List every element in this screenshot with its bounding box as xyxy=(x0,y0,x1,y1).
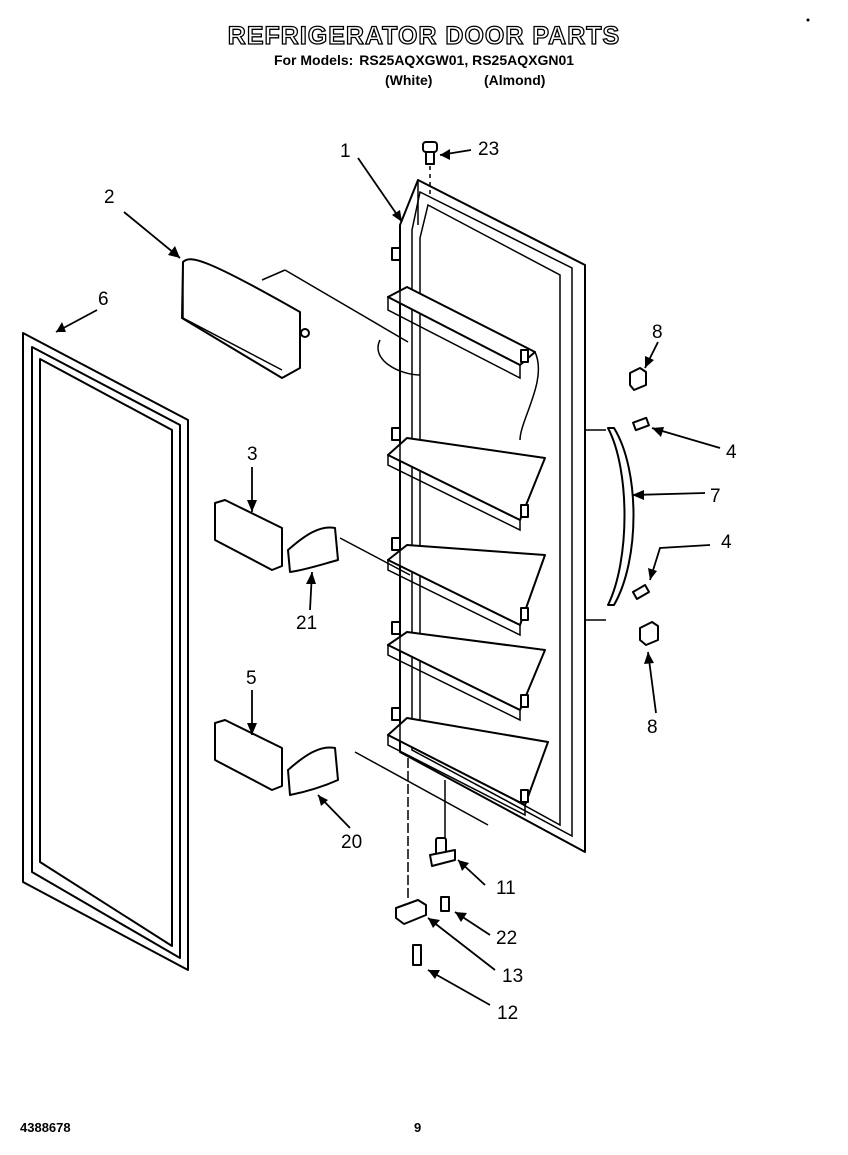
callout-21: 21 xyxy=(296,613,317,634)
document-number: 4388678 xyxy=(20,1120,71,1135)
page-number: 9 xyxy=(414,1120,422,1135)
handle-screw-upper xyxy=(632,416,650,432)
door-handle xyxy=(585,427,635,621)
callout-4b: 4 xyxy=(721,532,732,553)
page-title: REFRIGERATOR DOOR PARTS xyxy=(227,21,621,50)
handle-end-cap-lower xyxy=(639,621,659,646)
callout-8b: 8 xyxy=(647,717,658,738)
callout-20: 20 xyxy=(341,832,362,853)
door-gasket xyxy=(22,332,189,971)
callout-2: 2 xyxy=(104,187,115,208)
shelf-end-cap-lower xyxy=(287,746,489,826)
stray-dot xyxy=(806,18,810,22)
callout-4a: 4 xyxy=(726,442,737,463)
dairy-compartment xyxy=(181,258,409,379)
handle-screw-lower xyxy=(631,584,651,600)
callout-7: 7 xyxy=(710,486,721,507)
callout-3: 3 xyxy=(247,444,258,465)
callout-23: 23 xyxy=(478,139,499,160)
model-numbers: RS25AQXGW01, RS25AQXGN01 xyxy=(359,52,575,68)
callout-6: 6 xyxy=(98,289,109,310)
bottom-hinge-hardware xyxy=(395,758,456,966)
models-label: For Models: xyxy=(273,52,354,68)
callout-12: 12 xyxy=(497,1003,518,1024)
model-line: For Models: RS25AQXGW01, RS25AQXGN01 xyxy=(0,52,848,68)
shelf-insert-upper xyxy=(214,499,283,571)
leader-lines xyxy=(55,149,721,1006)
callout-13: 13 xyxy=(502,966,523,987)
top-hinge-plug xyxy=(422,141,438,195)
callout-11: 11 xyxy=(496,878,516,899)
callout-22: 22 xyxy=(496,928,517,949)
callout-1: 1 xyxy=(340,141,351,162)
shelf-insert-lower xyxy=(214,719,283,791)
door-liner xyxy=(377,179,586,853)
shelf-end-cap-upper xyxy=(287,526,411,576)
handle-end-cap-upper xyxy=(629,367,647,391)
callout-8a: 8 xyxy=(652,322,663,343)
color-almond-label: (Almond) xyxy=(484,72,546,88)
callout-5: 5 xyxy=(246,668,257,689)
color-white-label: (White) xyxy=(385,72,433,88)
